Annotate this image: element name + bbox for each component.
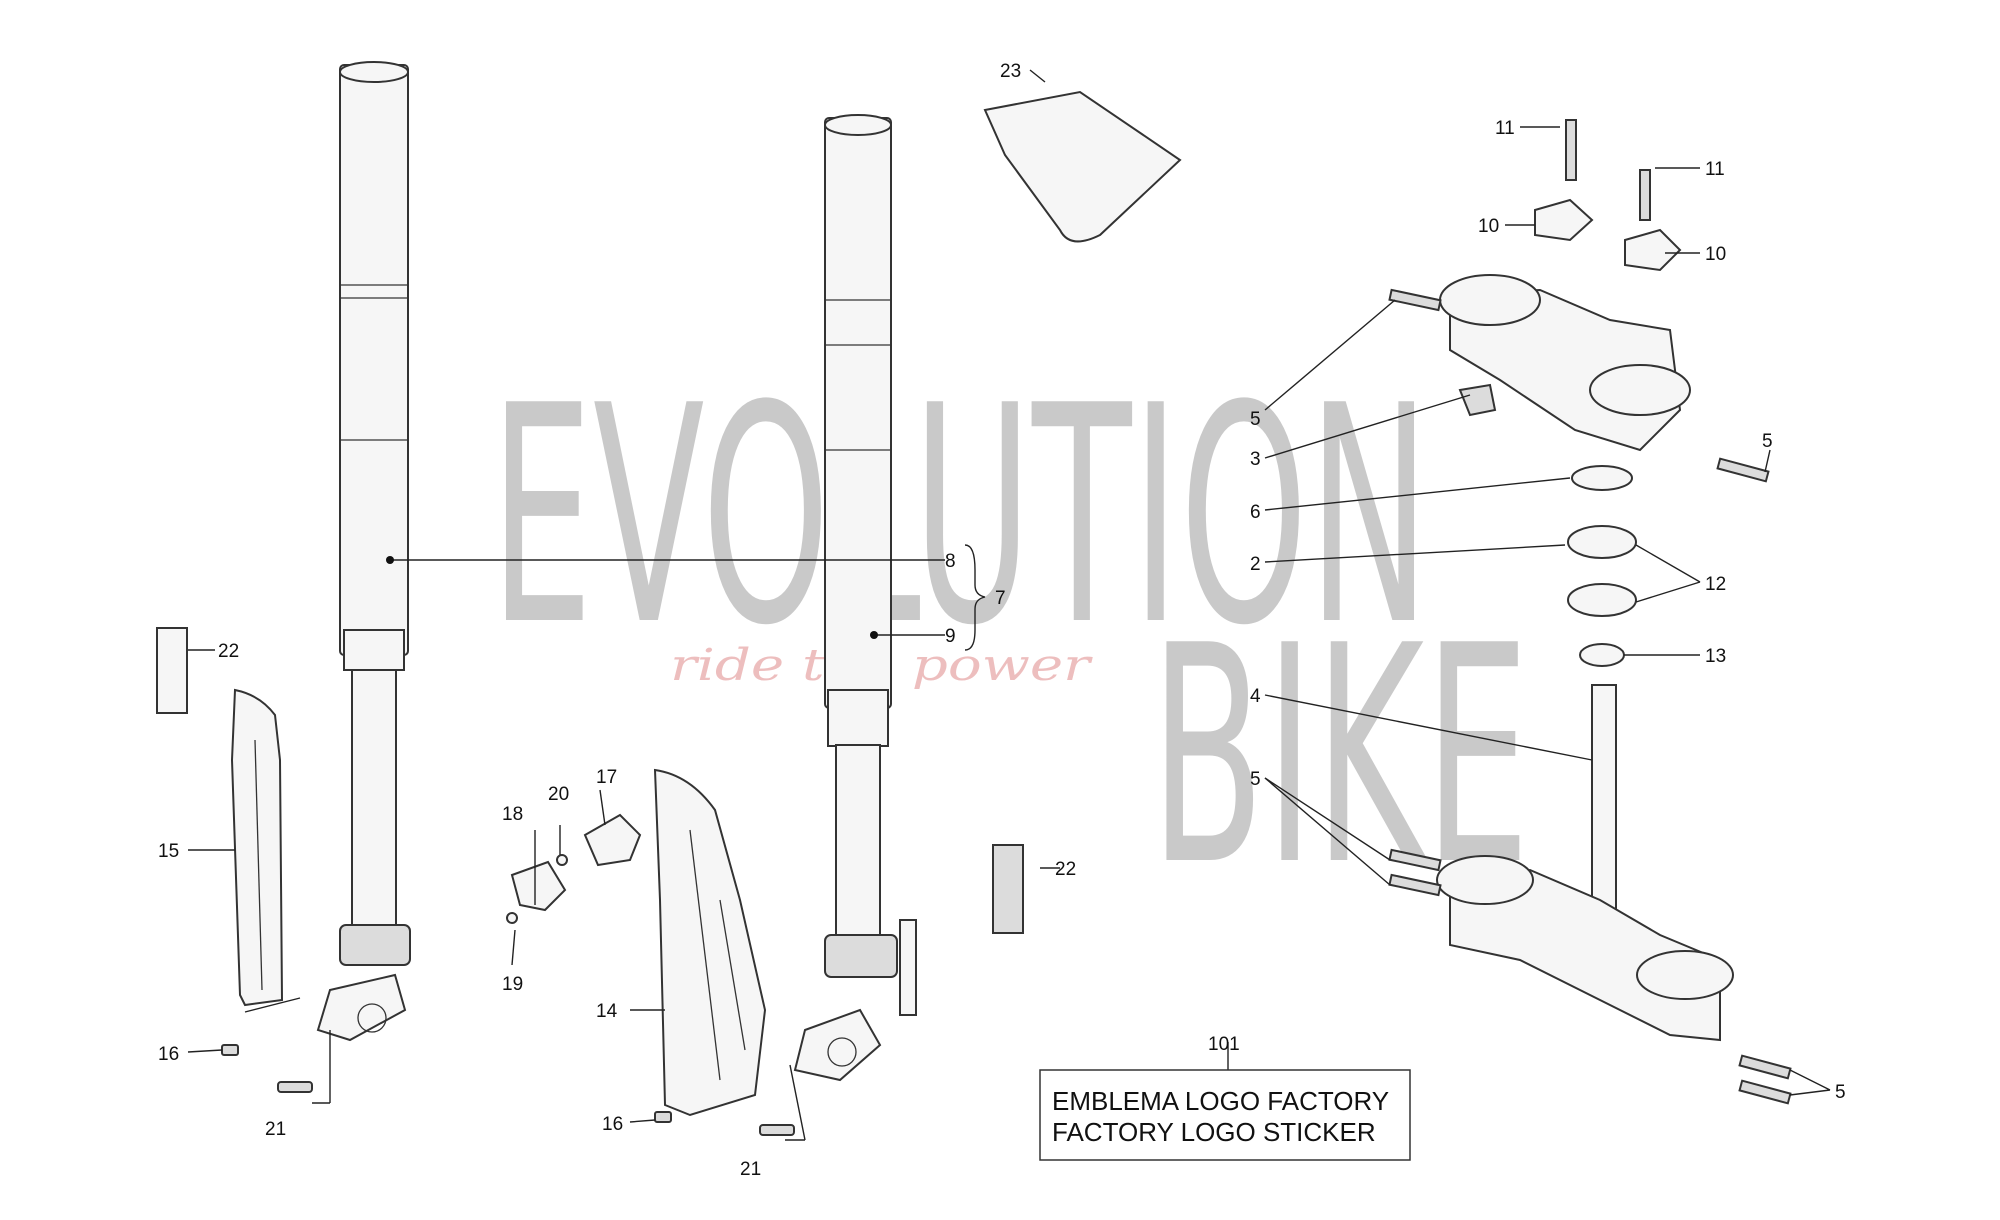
sticker-left bbox=[156, 627, 188, 714]
callout-18: 18 bbox=[502, 804, 523, 825]
brake-hose-clamps bbox=[506, 813, 642, 924]
callout-7: 7 bbox=[995, 588, 1006, 609]
callout-10-right: 10 bbox=[1705, 244, 1726, 265]
callout-22-right: 22 bbox=[1055, 859, 1076, 880]
callout-21-left: 21 bbox=[265, 1119, 286, 1140]
callout-14: 14 bbox=[596, 1001, 618, 1022]
upper-triple-clamp bbox=[1388, 119, 1770, 483]
callout-22-left: 22 bbox=[218, 641, 239, 662]
watermark: EVOLUTION BIKE ride the power bbox=[490, 342, 1530, 931]
small-screws bbox=[221, 1044, 795, 1136]
callout-6: 6 bbox=[1250, 502, 1261, 523]
note-line-2: FACTORY LOGO STICKER bbox=[1052, 1117, 1376, 1147]
callout-16-right: 16 bbox=[602, 1114, 623, 1135]
logo-sticker-note: EMBLEMA LOGO FACTORY FACTORY LOGO STICKE… bbox=[1039, 1069, 1411, 1161]
callout-5-upper: 5 bbox=[1250, 409, 1261, 430]
callout-16-left: 16 bbox=[158, 1044, 179, 1065]
fork-guard-right bbox=[653, 768, 767, 1117]
callout-5-lower: 5 bbox=[1250, 769, 1261, 790]
lower-triple-clamp bbox=[1388, 684, 1792, 1105]
callout-19: 19 bbox=[502, 974, 523, 995]
callout-11-top: 11 bbox=[1495, 118, 1515, 139]
callout-23: 23 bbox=[1000, 61, 1021, 82]
callout-20: 20 bbox=[548, 784, 569, 805]
callout-17: 17 bbox=[596, 767, 617, 788]
callout-15: 15 bbox=[158, 841, 179, 862]
callout-8: 8 bbox=[945, 551, 956, 572]
fork-guard-left bbox=[230, 688, 284, 1007]
leader-lines bbox=[187, 69, 1831, 1141]
note-line-1: EMBLEMA LOGO FACTORY bbox=[1052, 1086, 1389, 1116]
bearing-stack bbox=[1567, 465, 1637, 667]
watermark-brand-line1: EVOLUTION bbox=[490, 342, 1430, 691]
callout-21-right: 21 bbox=[740, 1159, 761, 1180]
callout-101: 101 bbox=[1208, 1034, 1240, 1055]
callout-13: 13 bbox=[1705, 646, 1726, 667]
callout-2: 2 bbox=[1250, 554, 1261, 575]
callout-12: 12 bbox=[1705, 574, 1726, 595]
callout-11-right: 11 bbox=[1705, 159, 1725, 180]
callout-5-right: 5 bbox=[1762, 431, 1773, 452]
fork-leg-left bbox=[316, 61, 411, 1042]
callout-4: 4 bbox=[1250, 686, 1261, 707]
callout-labels: 8 9 7 22 22 15 16 16 21 21 18 19 20 17 1… bbox=[158, 61, 1846, 1180]
callout-10-left: 10 bbox=[1478, 216, 1499, 237]
callout-5-bottom: 5 bbox=[1835, 1082, 1846, 1103]
callout-9: 9 bbox=[945, 626, 956, 647]
sticker-pack bbox=[983, 90, 1182, 243]
callout-3: 3 bbox=[1250, 449, 1261, 470]
sticker-right bbox=[992, 844, 1024, 934]
